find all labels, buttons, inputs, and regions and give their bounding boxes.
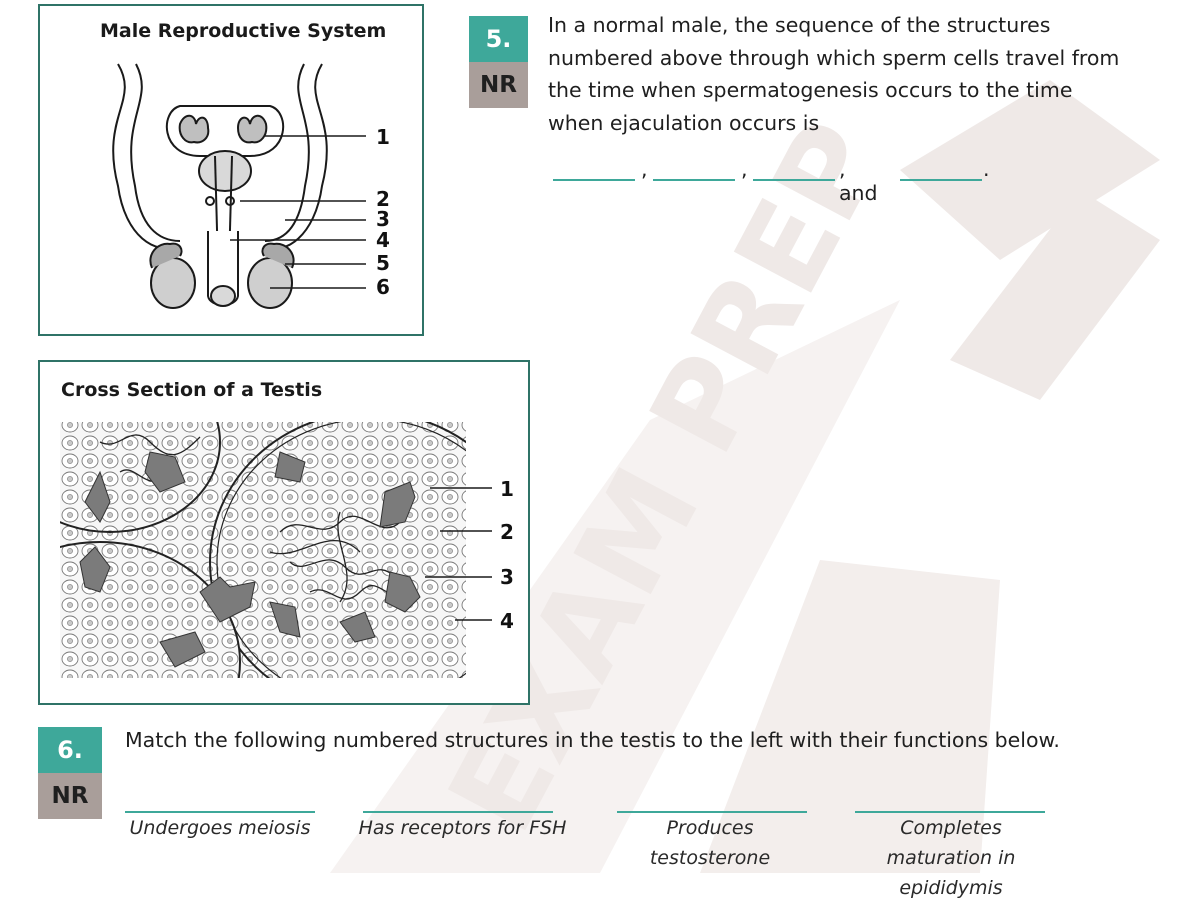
question5-text: In a normal male, the sequence of the st… [548,13,1120,135]
function-label: Completes maturation in epididymis [886,817,1016,899]
answer-blank-2[interactable] [653,179,735,181]
diagram2-label: 1 [500,477,514,501]
answer-blank-4[interactable] [900,179,982,181]
diagram1-label: 3 [376,207,390,231]
diagram1-label: 4 [376,228,390,252]
function-label: Undergoes meiosis [129,817,311,839]
question6-nr-badge: NR [38,773,102,819]
diagram1-label: 2 [376,187,390,211]
question6-text: Match the following numbered structures … [125,728,1060,752]
function-label: Has receptors for FSH [358,817,567,839]
diagram2-label: 4 [500,609,514,633]
answer-blank-1[interactable] [553,179,635,181]
and-text: , and [839,157,878,205]
diagram2-label: 3 [500,565,514,589]
male-reproductive-diagram: 1 2 3 4 5 6 [112,63,390,309]
diagram2-title: Cross Section of a Testis [61,379,323,401]
question5-number-badge: 5. [469,16,528,62]
testis-cross-section-panel: Cross Section of a Testis [38,360,530,705]
question6-number-badge: 6. [38,727,102,773]
question5-nr-badge: NR [469,62,528,108]
function-label: Produces testosterone [649,817,771,869]
male-reproductive-diagram-panel: Male Reproductive System [38,4,424,336]
diagram1-label: 6 [376,275,390,299]
diagram2-label: 2 [500,520,514,544]
period: . [983,157,990,181]
diagram1-label: 5 [376,251,390,275]
match-answer-line-1[interactable] [125,811,315,813]
testis-cross-section-diagram: 1 2 3 4 [60,422,514,678]
answer-blank-3[interactable] [753,179,835,181]
comma: , [641,157,648,181]
comma: , [741,157,748,181]
diagram1-title: Male Reproductive System [100,20,387,42]
diagram1-label: 1 [376,125,390,149]
